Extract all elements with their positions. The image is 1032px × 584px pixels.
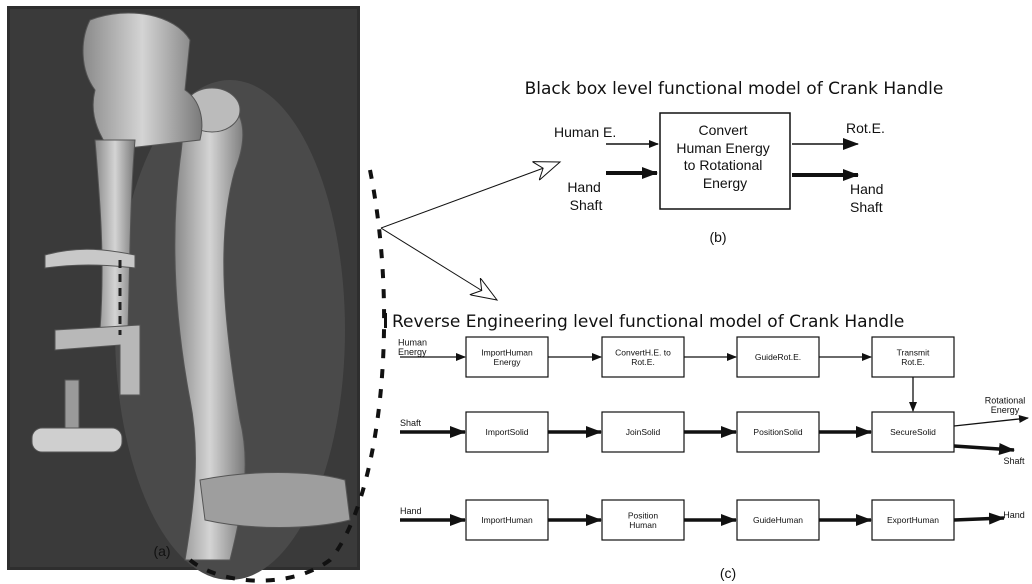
output-hand-arrow — [953, 512, 1005, 525]
function-box-label: SecureSolid — [890, 427, 936, 437]
panel-b: Black box level functional model of Cran… — [525, 79, 944, 245]
function-box-label: GuideRot.E. — [755, 352, 801, 362]
rotation-arc — [188, 169, 387, 583]
output-rot-energy-label: Rot.E. — [846, 120, 885, 136]
output-hand-shaft-label: Hand Shaft — [850, 181, 887, 215]
crank-arm — [174, 97, 246, 561]
panel-b-caption: (b) — [709, 229, 726, 245]
function-box-label: PositionSolid — [753, 427, 802, 437]
black-box — [659, 112, 791, 210]
clamp-upper — [44, 248, 136, 269]
input-flow-label: Shaft — [400, 418, 422, 428]
function-box-label: ImportHuman — [481, 515, 533, 525]
input-flow-label: Hand — [400, 506, 422, 516]
panel-c: Reverse Engineering level functional mod… — [384, 312, 1029, 581]
function-box — [736, 411, 820, 453]
black-box-line: Energy — [703, 175, 747, 191]
function-box — [736, 499, 820, 541]
function-box-label: ExportHuman — [887, 515, 939, 525]
title-marker — [384, 313, 387, 328]
black-box-label: Convert Human Energy to Rotational Energ… — [676, 122, 773, 191]
function-box-label: ImportSolid — [486, 427, 529, 437]
input-human-energy-label: Human E. — [554, 124, 616, 140]
output-hand-label: Hand — [1003, 510, 1025, 520]
black-box-line: Convert — [699, 122, 748, 138]
function-box — [601, 411, 685, 453]
output-shaft-label: Shaft — [1003, 456, 1025, 466]
panel-a-caption: (a) — [153, 543, 170, 559]
function-box — [736, 336, 820, 378]
function-box — [871, 411, 955, 453]
pointer-arrow-to-c — [380, 227, 497, 300]
function-box — [465, 411, 549, 453]
crank-grip — [199, 472, 351, 528]
output-rotational-energy-arrow — [953, 414, 1029, 427]
panel-b-title: Black box level functional model of Cran… — [525, 79, 944, 99]
input-hand-shaft-label: Hand Shaft — [567, 179, 604, 213]
output-shaft-arrow — [953, 443, 1015, 455]
panel-c-title: Reverse Engineering level functional mod… — [392, 312, 904, 332]
function-box — [465, 499, 549, 541]
function-box-label: GuideHuman — [753, 515, 803, 525]
grinder-body — [82, 12, 203, 151]
function-box — [465, 336, 549, 378]
pointer-arrow-to-b — [380, 162, 560, 229]
panel-a: (a) — [7, 6, 360, 580]
function-box — [871, 499, 955, 541]
panel-c-caption: (c) — [720, 565, 736, 581]
crank-shadow — [115, 80, 345, 580]
function-box-label: JoinSolid — [626, 427, 661, 437]
function-box — [601, 336, 685, 378]
clamp-frame — [54, 324, 141, 396]
black-box-line: to Rotational — [684, 157, 763, 173]
black-box-line: Human Energy — [676, 140, 769, 156]
clamp-t-handle — [31, 427, 123, 453]
